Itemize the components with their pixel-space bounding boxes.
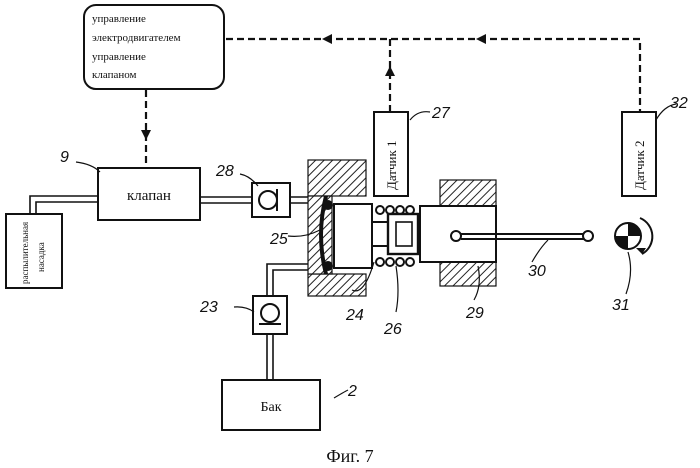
tank: Бак — [222, 380, 320, 430]
ref-check-valve-bottom: 23 — [199, 299, 218, 316]
ref-spring: 26 — [383, 321, 402, 338]
control-box-line-2: электродвигателем — [92, 32, 181, 44]
check-valve-bottom — [253, 296, 287, 334]
sensor-1-label: Датчик 1 — [384, 140, 399, 190]
pump-chamber — [334, 204, 372, 268]
check-valve-top — [252, 183, 290, 217]
ref-check-valve-top: 28 — [215, 163, 234, 180]
arrow-left-icon — [476, 34, 486, 44]
tank-label: Бак — [260, 400, 281, 415]
control-box: управление электродвигателем управление … — [84, 5, 224, 89]
control-box-line-1: управление — [92, 13, 146, 25]
sensor-2-label: Датчик 2 — [632, 140, 647, 190]
arrow-down-icon — [141, 130, 151, 140]
pipes — [30, 196, 322, 380]
motor — [615, 218, 652, 254]
sensor-1: Датчик 1 — [374, 112, 408, 196]
arrow-left-icon — [322, 34, 332, 44]
arrow-up-icon — [385, 66, 395, 76]
sensor-2: Датчик 2 — [622, 112, 656, 196]
spray-nozzle: распылительная насадка — [6, 214, 62, 288]
ref-tank: 2 — [347, 383, 357, 400]
ref-motor: 31 — [612, 297, 630, 314]
ref-rod: 30 — [528, 263, 546, 280]
ref-valve: 9 — [60, 149, 69, 166]
ref-sensor-2: 32 — [670, 95, 688, 112]
nozzle-line-1: распылительная — [20, 222, 30, 284]
ref-sensor-1: 27 — [431, 105, 451, 122]
control-box-line-4: клапаном — [92, 69, 137, 81]
ref-chamber: 24 — [345, 307, 364, 324]
valve-label: клапан — [127, 188, 171, 204]
nozzle-line-2: насадка — [36, 242, 46, 272]
valve: клапан — [98, 168, 200, 220]
figure-caption: Фиг. 7 — [326, 446, 373, 466]
ref-piston: 29 — [465, 305, 484, 322]
control-box-line-3: управление — [92, 51, 146, 63]
ref-membrane: 25 — [269, 231, 288, 248]
